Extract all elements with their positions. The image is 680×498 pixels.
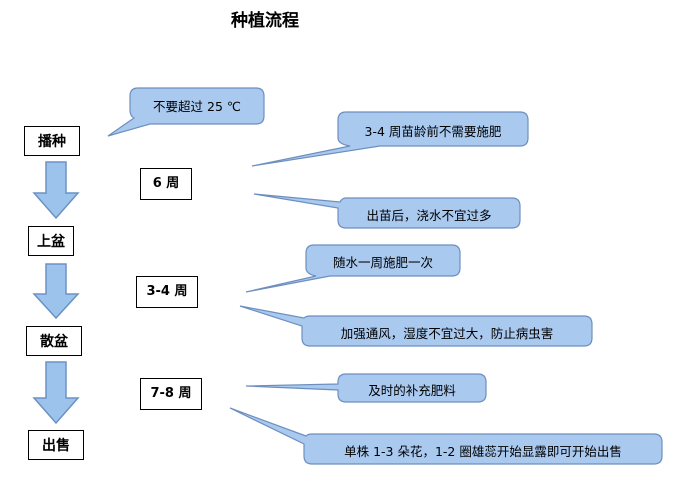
callout-text-5: 加强通风，湿度不宜过大，防止病虫害 [340,326,554,341]
period-box-1: 6 周 [140,168,192,200]
stage-box-4: 出售 [28,430,84,460]
stage-box-1: 播种 [24,126,80,156]
callout-shape-6 [245,373,487,403]
stage-box-3: 散盆 [26,326,82,356]
callout-shape-5 [239,305,593,347]
down-arrow-1 [32,161,80,220]
down-arrow-3 [32,361,80,425]
callout-text-4: 随水一周施肥一次 [332,255,433,270]
down-arrow-2 [32,263,80,320]
callout-text-2: 3-4 周苗龄前不需要施肥 [364,124,502,139]
stage-box-2: 上盆 [28,226,74,256]
callout-text-6: 及时的补充肥料 [368,383,456,398]
period-box-2: 3-4 周 [136,276,198,308]
diagram-title: 种植流程 [231,11,299,31]
callout-shape-3 [253,193,521,229]
callout-shape-2 [251,111,529,167]
callout-shape-7 [229,407,663,465]
period-box-3: 7-8 周 [140,378,202,410]
callout-text-3: 出苗后，浇水不宜过多 [366,208,492,223]
callout-text-7: 单株 1-3 朵花，1-2 圈雄蕊开始显露即可开始出售 [344,444,622,459]
callout-shape-4 [245,244,461,293]
callout-text-1: 不要超过 25 ℃ [153,99,241,114]
callout-shape-1 [107,87,265,137]
